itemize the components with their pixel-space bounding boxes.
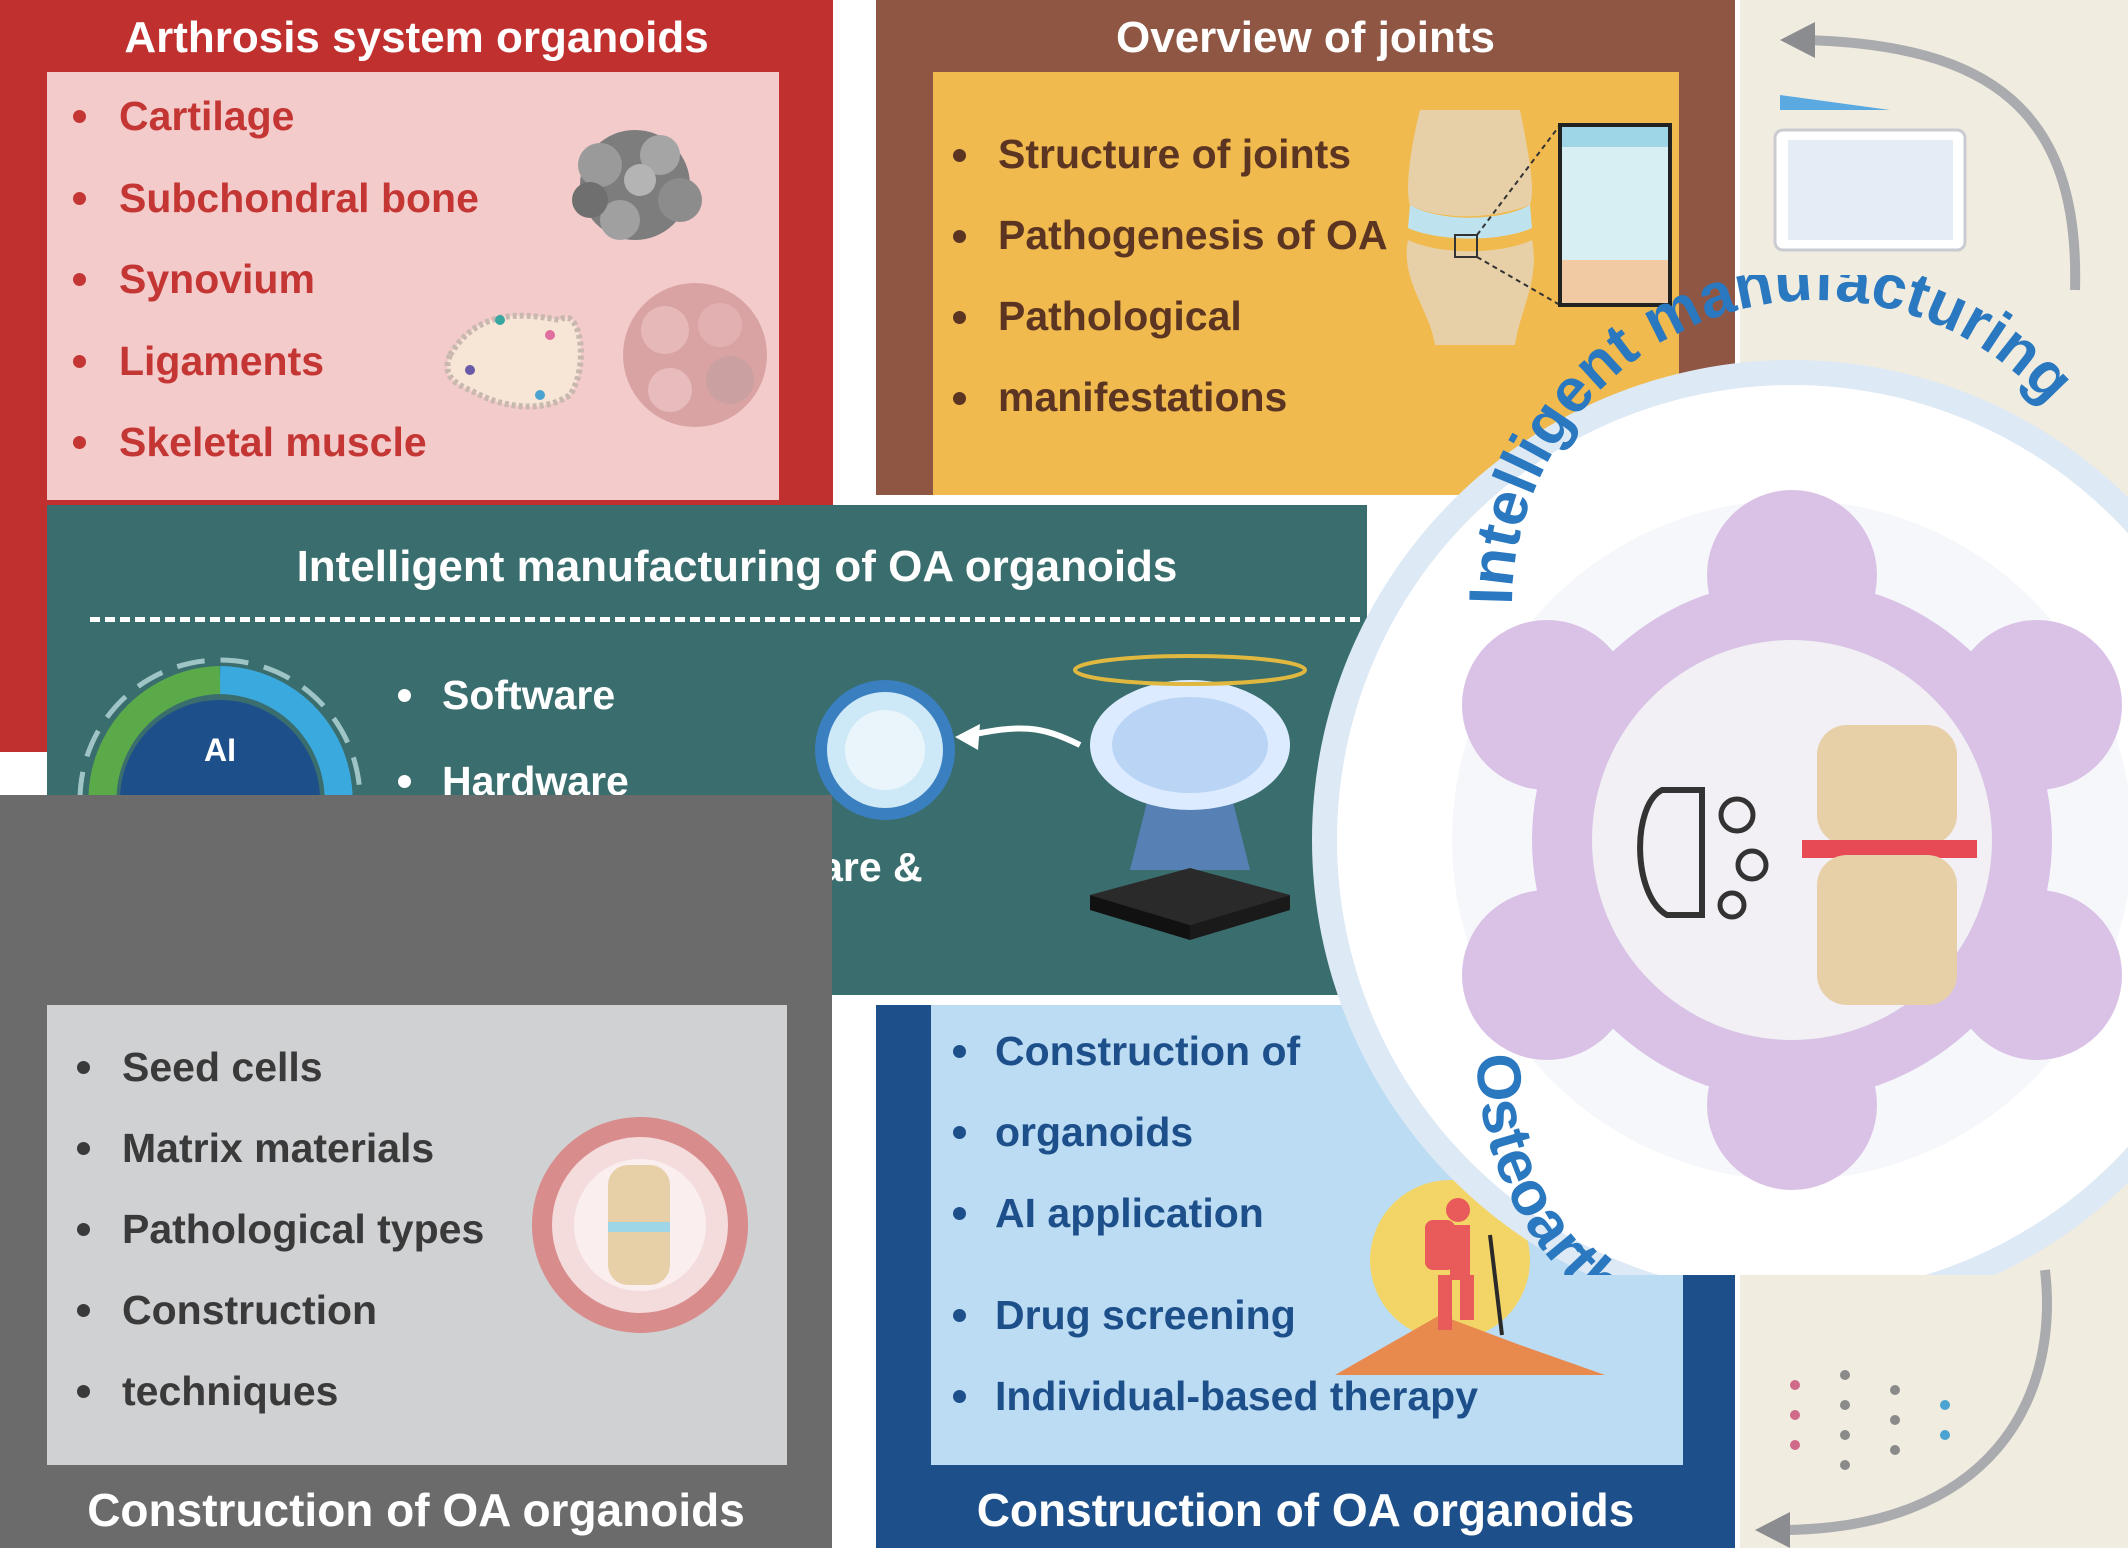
construction-left-list: Seed cells Matrix materials Pathological… [47,1037,484,1421]
list-item: Pathological [933,286,1388,367]
construction-left-panel-title: Construction of OA organoids [87,1484,745,1536]
synovium-ring-icon [444,312,584,410]
chip-icon [1090,868,1290,940]
list-item: Pathological types [47,1199,484,1280]
list-item: Structure of joints [933,124,1388,205]
list-item: Software [380,665,923,751]
arthrosis-panel-title: Arthrosis system organoids [124,13,709,62]
overview-list: Structure of joints Pathogenesis of OA P… [933,124,1388,427]
construction-right-panel-title: Construction of OA organoids [976,1484,1635,1536]
neural-network-icon [1790,1370,1950,1470]
arthrosis-list: Cartilage Subchondral bone Synovium Liga… [47,86,479,494]
list-item: Seed cells [47,1037,484,1118]
list-continuation: techniques [47,1361,484,1421]
list-item: Drug screening [931,1285,1478,1366]
list-item: Construction [47,1280,484,1361]
oa-joint-icon [1802,725,1977,1005]
ai-label: AI [204,732,236,768]
hiker-icon [1425,1198,1504,1336]
curved-arrow-top-icon [1780,22,2081,291]
bone-organoid-icon [572,130,702,240]
list-item: Cartilage [47,86,479,168]
curved-arrow-bottom-icon [1755,1269,2052,1548]
list-continuation: manifestations [933,367,1388,427]
hiker-illustration [1335,1180,1605,1375]
oa-organoid-circle: Intelligent manufacturing Osteoarthritis… [1312,275,2128,1275]
muscle-organoid-icon [623,283,767,427]
list-continuation: organoids [931,1102,1478,1183]
cartilage-zoom-icon [1476,123,1672,307]
list-item: Pathogenesis of OA [933,205,1388,286]
list-item: Skeletal muscle [47,412,479,494]
joint-structure-illustration [1406,110,1672,345]
list-item: Construction of [931,1021,1478,1102]
list-item: Individual-based therapy [931,1366,1478,1426]
organoid-illustrations [444,130,767,427]
brain-hologram-icon [1073,654,1307,870]
list-item: Subchondral bone [47,168,479,250]
list-item: Ligaments [47,331,479,413]
oa-organoid-illustration [532,1117,748,1333]
organoid-target-icon [815,680,955,820]
well-plate-icon [1773,95,1967,252]
intelligent-panel-title: Intelligent manufacturing of OA organoid… [296,542,1178,591]
mountain-icon [1335,1315,1605,1375]
red-organoid-icon [532,1117,748,1333]
construction-right-list: Construction of organoids AI application… [931,1021,1478,1426]
arrow-left-icon [955,724,1082,750]
list-item: Synovium [47,249,479,331]
knee-joint-icon [1406,110,1534,345]
overview-panel-title: Overview of joints [1116,13,1495,62]
side-strip-illustrations [1755,22,2081,1548]
star-organoid-icon [1462,490,2122,1190]
ai-hardware-illustration [815,654,1307,940]
list-item: AI application [931,1183,1478,1285]
brain-gears-icon [1637,787,1769,920]
list-item: Matrix materials [47,1118,484,1199]
title-divider [90,617,1360,622]
